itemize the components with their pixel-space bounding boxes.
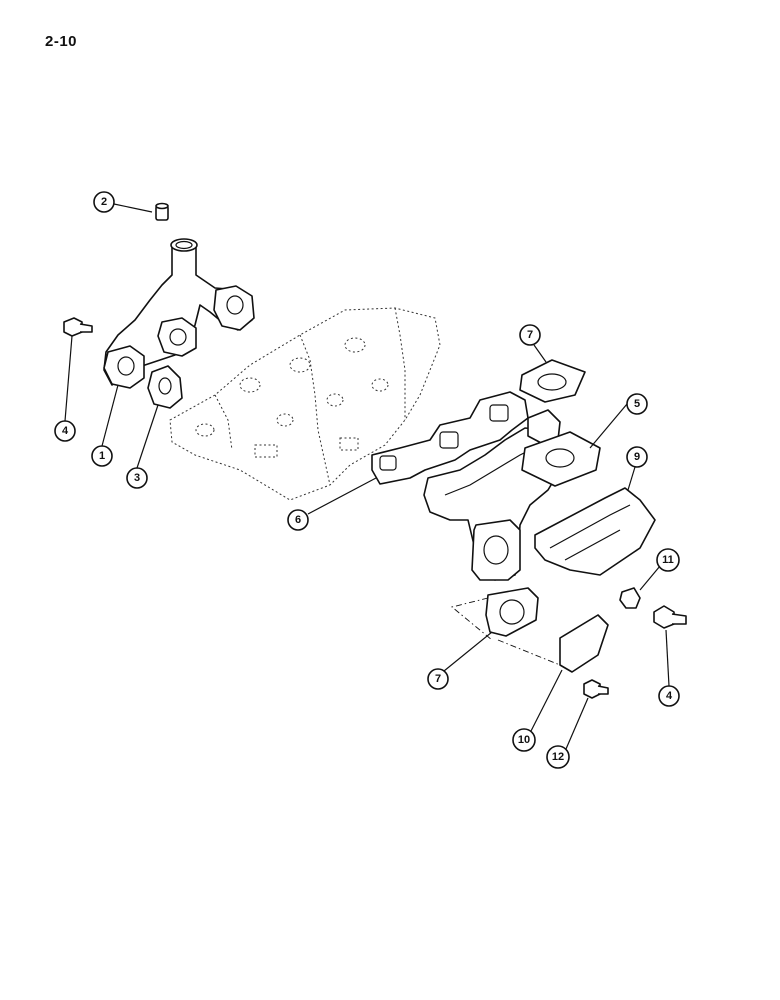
svg-text:9: 9 bbox=[634, 451, 640, 463]
svg-text:7: 7 bbox=[435, 673, 441, 685]
callout-7-lower: 7 bbox=[427, 668, 449, 690]
exhaust-gasket-part-6 bbox=[371, 391, 529, 485]
svg-text:1: 1 bbox=[99, 450, 105, 462]
callout-4-left: 4 bbox=[54, 420, 76, 442]
svg-text:6: 6 bbox=[295, 514, 301, 526]
plug-part-2 bbox=[155, 202, 169, 221]
svg-text:7: 7 bbox=[527, 329, 533, 341]
leader-lines bbox=[64, 203, 670, 750]
svg-text:4: 4 bbox=[666, 690, 673, 702]
gasket-part-3 bbox=[147, 365, 183, 409]
callout-12: 12 bbox=[546, 745, 570, 769]
callout-11: 11 bbox=[656, 548, 680, 572]
svg-text:2: 2 bbox=[101, 196, 107, 208]
cylinder-head-outline bbox=[169, 307, 441, 501]
bolt-part-4-right bbox=[653, 605, 687, 629]
callout-3: 3 bbox=[126, 467, 148, 489]
svg-text:4: 4 bbox=[62, 425, 69, 437]
svg-text:10: 10 bbox=[518, 734, 530, 746]
svg-text:3: 3 bbox=[134, 472, 140, 484]
page-number: 2-10 bbox=[45, 33, 78, 50]
callout-6: 6 bbox=[287, 509, 309, 531]
callout-10: 10 bbox=[512, 728, 536, 752]
callout-2: 2 bbox=[93, 191, 115, 213]
callout-1: 1 bbox=[91, 445, 113, 467]
gasket-part-7-lower bbox=[451, 587, 539, 641]
flange-part-5 bbox=[521, 431, 601, 487]
callout-5: 5 bbox=[626, 393, 648, 415]
bolt-part-4-left bbox=[63, 317, 93, 337]
svg-text:11: 11 bbox=[662, 554, 674, 566]
water-manifold-part-1 bbox=[103, 238, 255, 389]
gasket-part-7-upper bbox=[519, 359, 586, 403]
callout-9: 9 bbox=[626, 446, 648, 468]
cover-plate-part-10 bbox=[497, 614, 609, 673]
nut-part-11 bbox=[619, 587, 641, 609]
heat-shield-part-9 bbox=[534, 487, 656, 576]
callout-7-upper: 7 bbox=[519, 324, 541, 346]
svg-text:5: 5 bbox=[634, 398, 640, 410]
callout-4-right: 4 bbox=[658, 685, 680, 707]
svg-text:12: 12 bbox=[552, 751, 564, 763]
bolt-part-12 bbox=[583, 679, 609, 699]
